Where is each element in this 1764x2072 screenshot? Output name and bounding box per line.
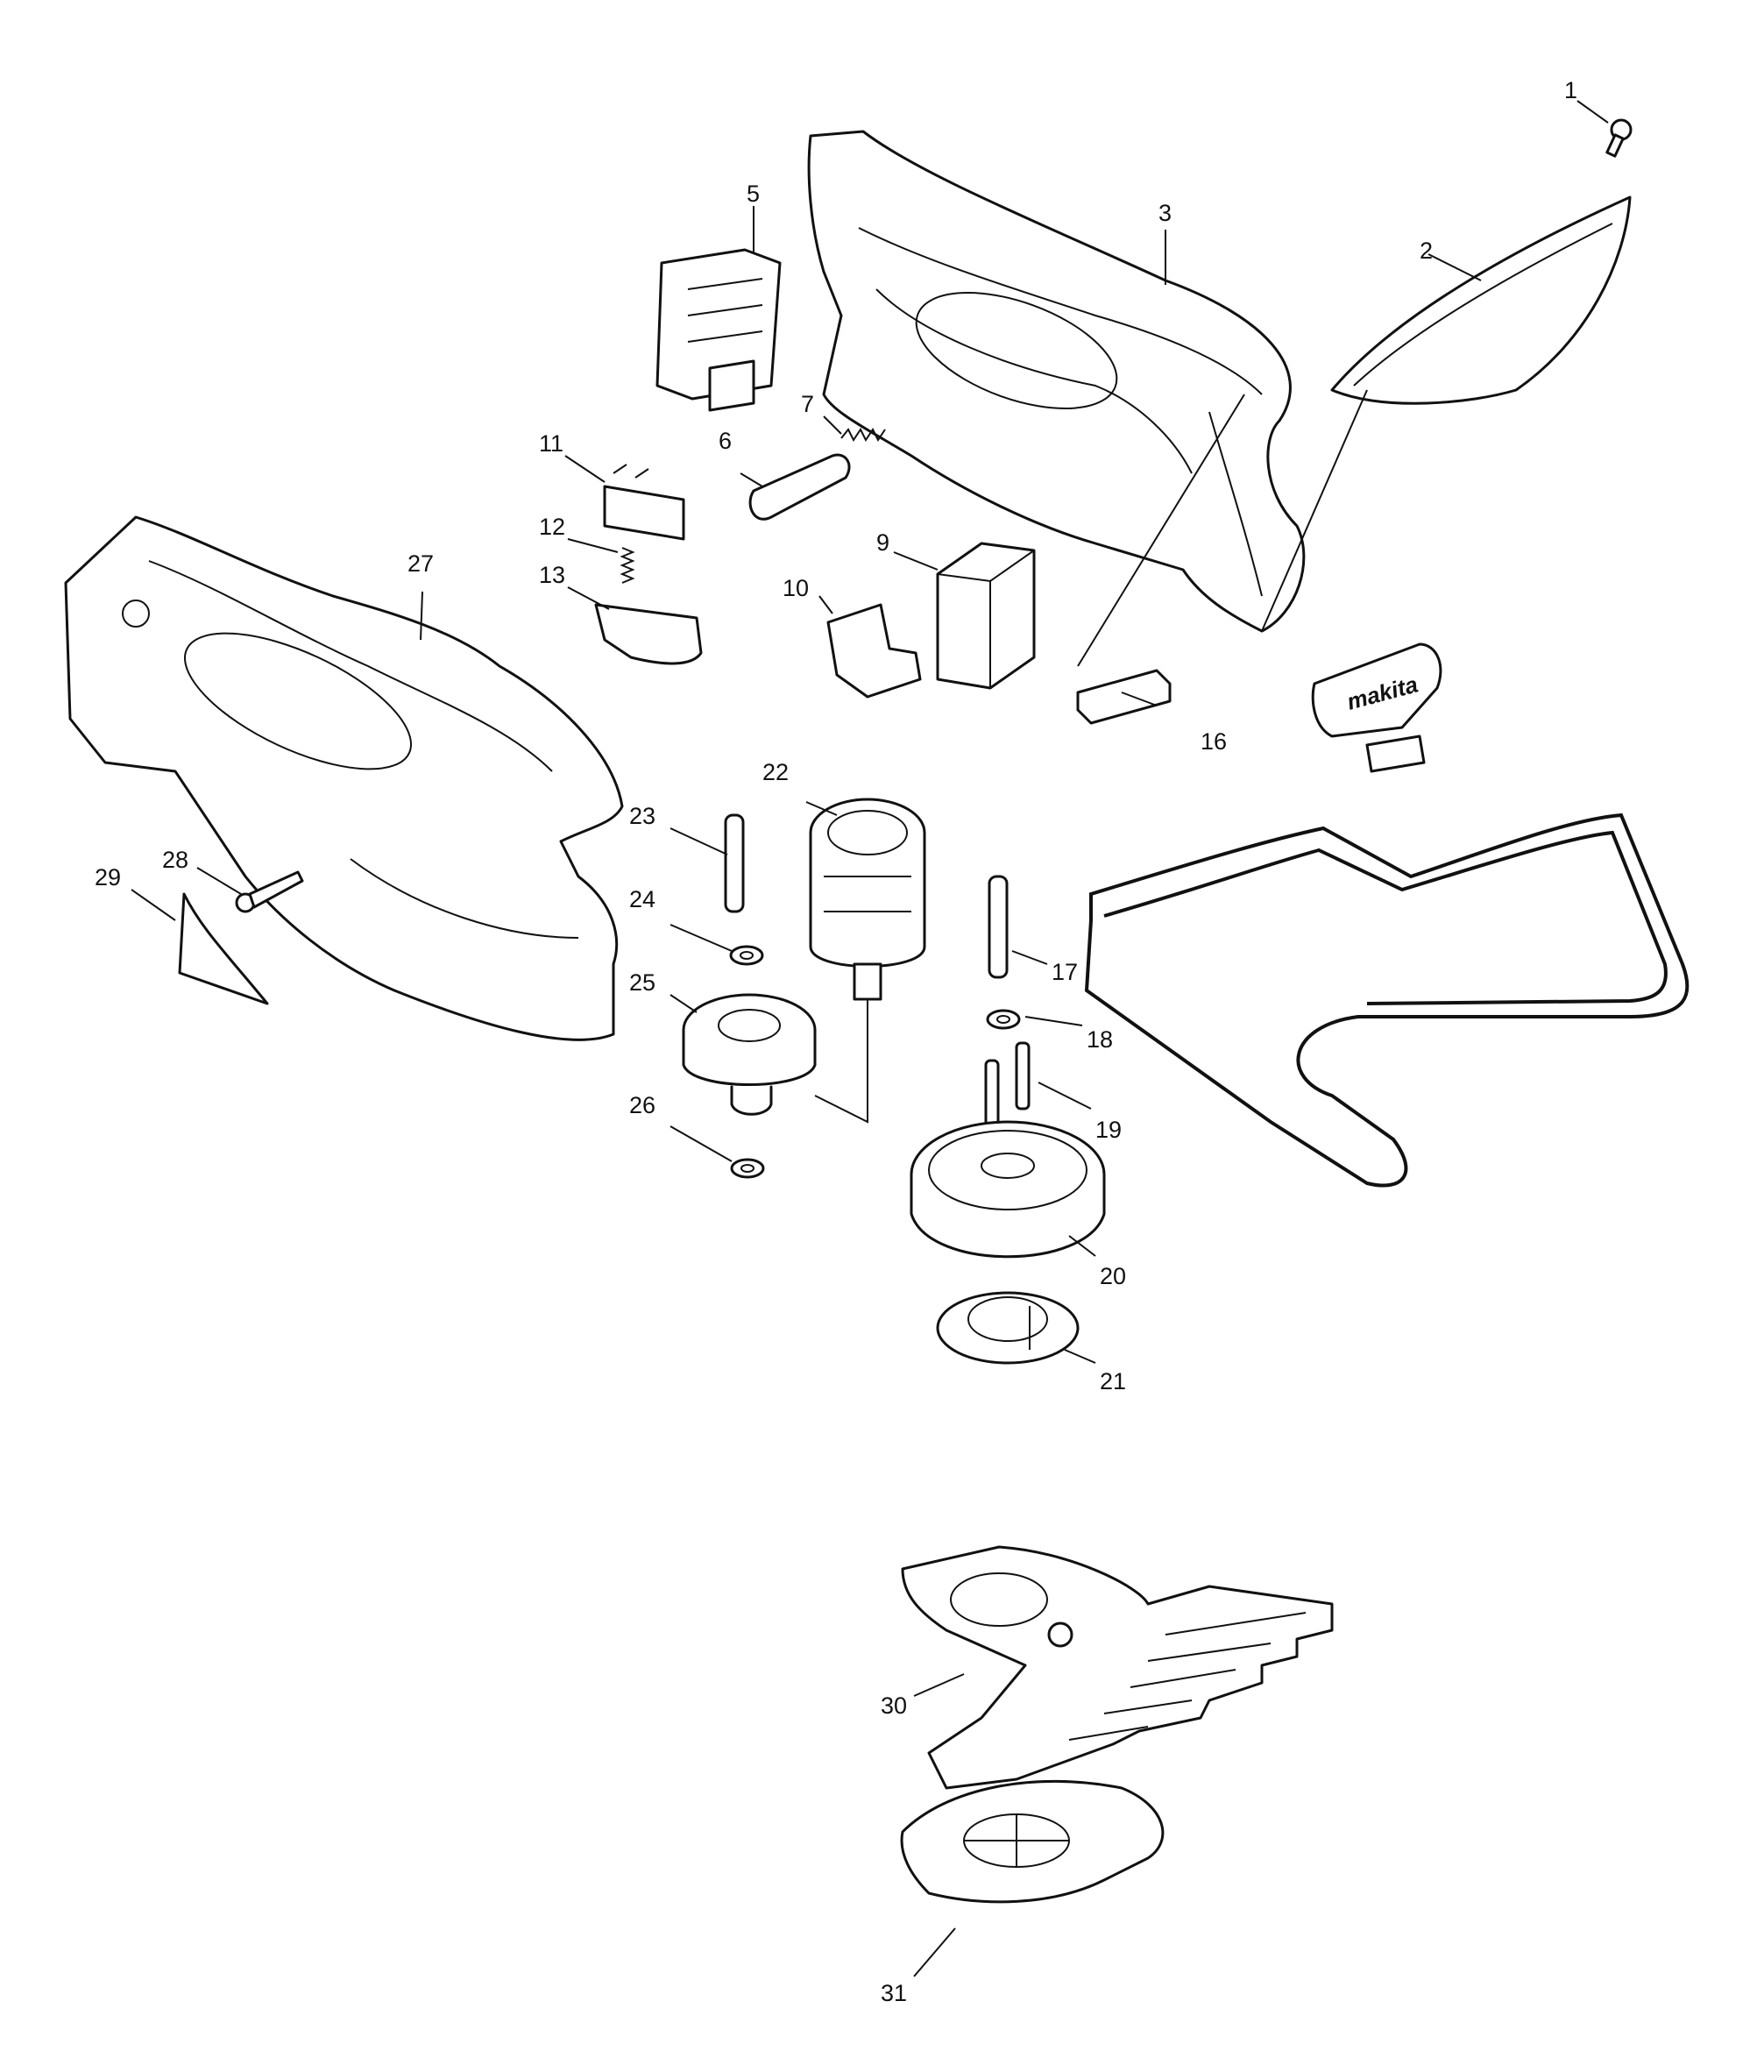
part-21-plate bbox=[936, 1291, 1080, 1365]
part-1-screw bbox=[1605, 118, 1633, 158]
callout-18: 18 bbox=[1087, 1026, 1113, 1053]
part-26-washer bbox=[730, 1158, 765, 1179]
callout-2: 2 bbox=[1420, 238, 1433, 264]
callout-27: 27 bbox=[407, 550, 434, 577]
part-17-pin bbox=[988, 875, 1009, 979]
guard-frame bbox=[1084, 812, 1690, 1188]
part-16-block bbox=[1076, 669, 1172, 725]
callout-24: 24 bbox=[629, 886, 655, 912]
part-31-blade-cover bbox=[900, 1779, 1165, 1904]
part-6-actuator bbox=[748, 453, 851, 521]
callout-29: 29 bbox=[95, 864, 121, 891]
part-5-switch-plate bbox=[655, 248, 782, 412]
part-28-screw bbox=[235, 870, 304, 913]
callout-23: 23 bbox=[629, 803, 655, 829]
callout-16: 16 bbox=[1201, 728, 1227, 755]
part-11-micro-switch bbox=[603, 464, 685, 541]
part-27-handle-housing bbox=[64, 515, 624, 1041]
part-23-pin bbox=[724, 813, 745, 913]
leader-lines bbox=[131, 100, 1609, 1977]
part-29-label bbox=[178, 892, 269, 1005]
part-12-spring bbox=[620, 547, 635, 584]
part-22-motor bbox=[809, 798, 926, 1001]
callout-31: 31 bbox=[881, 1980, 907, 2006]
part-25-gear bbox=[682, 993, 817, 1116]
callout-9: 9 bbox=[876, 529, 889, 556]
part-9-block bbox=[936, 542, 1036, 690]
callout-7: 7 bbox=[801, 391, 814, 417]
callout-5: 5 bbox=[747, 181, 760, 207]
part-24-washer bbox=[729, 945, 764, 966]
callout-26: 26 bbox=[629, 1092, 655, 1118]
callout-25: 25 bbox=[629, 969, 655, 996]
part-20-large-gear bbox=[910, 1120, 1106, 1259]
callout-labels: 1 2 3 5 6 7 9 10 11 12 13 16 17 18 19 20… bbox=[95, 77, 1577, 2006]
callout-22: 22 bbox=[762, 759, 789, 785]
part-7-spring bbox=[840, 428, 886, 442]
part-30-blade bbox=[901, 1545, 1334, 1790]
callout-13: 13 bbox=[539, 562, 565, 588]
callout-19: 19 bbox=[1095, 1117, 1122, 1143]
callout-10: 10 bbox=[783, 575, 809, 601]
part-18-washer bbox=[986, 1009, 1021, 1030]
part-10-bracket bbox=[826, 603, 922, 699]
callout-6: 6 bbox=[719, 428, 732, 454]
part-13-lock-button bbox=[594, 603, 703, 665]
callout-20: 20 bbox=[1100, 1263, 1126, 1289]
callout-1: 1 bbox=[1564, 77, 1577, 103]
callout-17: 17 bbox=[1052, 959, 1078, 985]
makita-logo-badge: makita bbox=[1311, 642, 1442, 773]
callout-28: 28 bbox=[162, 847, 188, 873]
callout-30: 30 bbox=[881, 1692, 907, 1719]
callout-12: 12 bbox=[539, 514, 565, 540]
callout-21: 21 bbox=[1100, 1368, 1126, 1394]
part-3-housing bbox=[807, 130, 1306, 633]
callout-3: 3 bbox=[1158, 200, 1172, 226]
part-2-cover bbox=[1330, 195, 1632, 405]
part-19-pins bbox=[984, 1041, 1031, 1128]
callout-11: 11 bbox=[539, 430, 563, 457]
